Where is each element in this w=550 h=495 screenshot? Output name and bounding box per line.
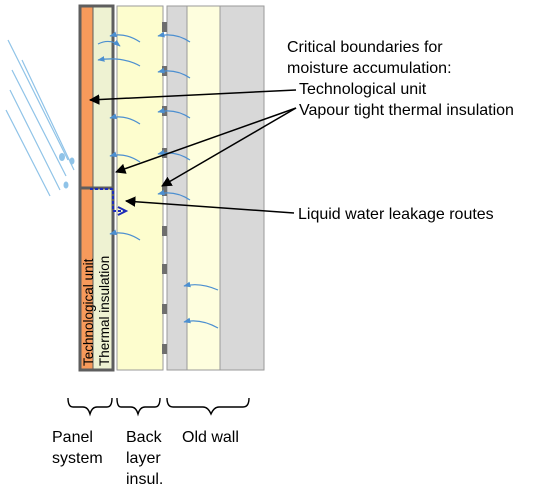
vapour-tight-callout: Vapour tight thermal insulation [299, 102, 514, 119]
brace-back-layer [116, 397, 161, 417]
technological-unit-callout: Technological unit [299, 81, 427, 98]
brace-panel-system [67, 397, 113, 417]
back-label-1: Back [126, 429, 163, 446]
back-label-3: insul. [126, 471, 163, 488]
technological-unit-label: Technological unit [81, 258, 96, 366]
braces [67, 397, 250, 417]
moisture-arrows [97, 31, 219, 329]
rain-drops [59, 153, 75, 189]
old-wall-light-layer [186, 5, 221, 371]
heading-line-2: moisture accumulation: [287, 60, 452, 77]
technological-unit-layer-upper [79, 5, 94, 189]
brace-old-wall [166, 397, 250, 416]
back-label-2: layer [126, 450, 161, 467]
rain-streaks [5, 39, 75, 197]
old-wall-grey-outer [219, 5, 265, 371]
leakage-route [90, 188, 124, 212]
leakage-callout: Liquid water leakage routes [298, 206, 494, 223]
back-layer-insulation [116, 5, 164, 371]
old-wall-label: Old wall [182, 429, 239, 446]
thermal-insulation-label: Thermal insulation [97, 256, 112, 366]
heading-line-1: Critical boundaries for [287, 39, 443, 56]
panel-label-2: system [52, 450, 103, 467]
panel-label-1: Panel [52, 429, 93, 446]
wall-fasteners [162, 22, 167, 354]
thermal-insulation-layer-upper [92, 5, 114, 189]
leakage-arrowhead [117, 206, 129, 216]
callout-arrows [88, 89, 297, 214]
old-wall-grey-inner [166, 5, 188, 371]
